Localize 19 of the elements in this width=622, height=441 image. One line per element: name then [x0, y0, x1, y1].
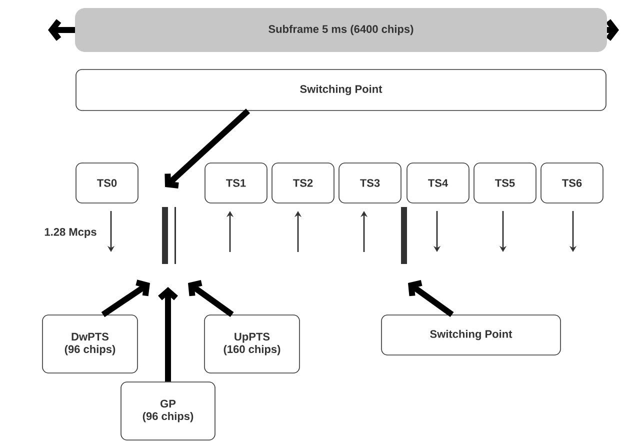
label-box: UpPTS (160 chips) [204, 314, 300, 374]
arrow [164, 108, 250, 188]
label-box: GP (96 chips) [120, 382, 216, 440]
label-box: TS6 [540, 162, 604, 204]
label-box: TS0 [76, 162, 138, 204]
label-box: TS5 [474, 162, 536, 204]
label-box: Switching Point [381, 314, 561, 356]
label-box: TS3 [338, 162, 402, 204]
label-box: TS1 [204, 162, 268, 204]
label-box: TS4 [406, 162, 470, 204]
rate-label: 1.28 Mcps [44, 228, 96, 238]
label-box: TS2 [272, 162, 334, 204]
arrow [408, 280, 454, 318]
subframe-band: Subframe 5 ms (6400 chips) [75, 8, 607, 52]
arrow [101, 280, 150, 318]
arrow [188, 280, 234, 318]
label-box: Switching Point [76, 69, 606, 111]
label-box: DwPTS (96 chips) [42, 314, 138, 374]
arrow [158, 287, 178, 382]
